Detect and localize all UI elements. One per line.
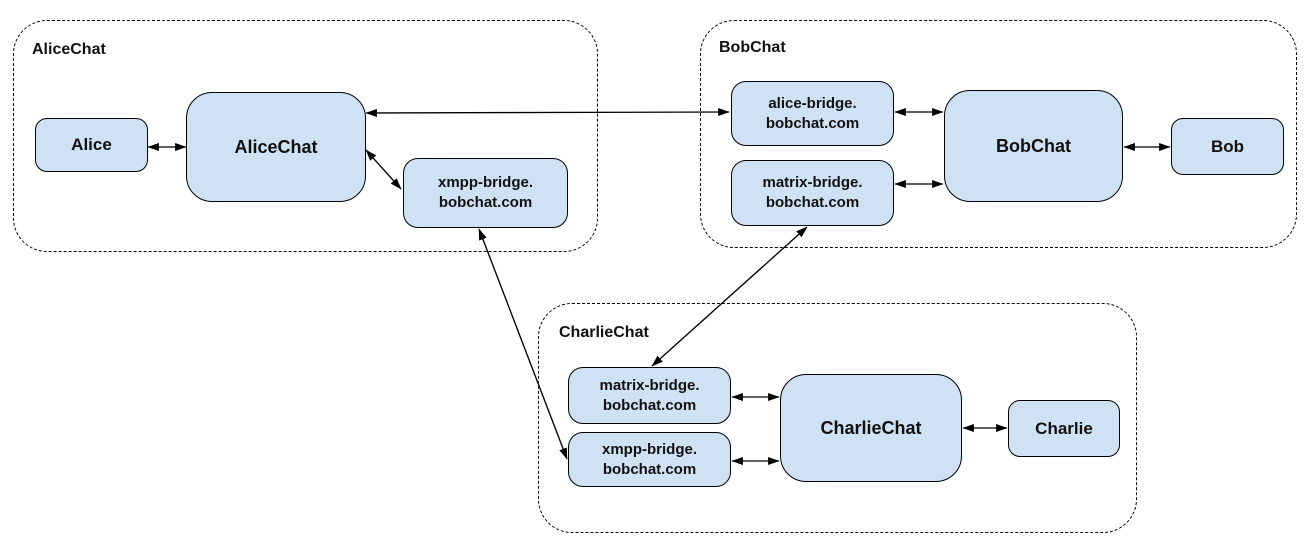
node-label-line1: matrix-bridge. xyxy=(599,376,700,394)
node-bob-matrix-bridge: matrix-bridge. bobchat.com xyxy=(731,160,894,226)
group-label-charliechat: CharlieChat xyxy=(559,324,649,341)
node-label-line2: bobchat.com xyxy=(438,194,533,211)
node-label-line1: matrix-bridge. xyxy=(762,174,863,191)
node-charlie-matrix-bridge: matrix-bridge. bobchat.com xyxy=(568,367,731,424)
node-alicechat-server: AliceChat xyxy=(186,92,366,202)
group-label-alicechat: AliceChat xyxy=(32,41,106,58)
node-alice-user: Alice xyxy=(35,118,148,172)
node-label: CharlieChat xyxy=(820,417,922,438)
node-label-line2: bobchat.com xyxy=(765,194,860,211)
node-charlie-user: Charlie xyxy=(1008,400,1120,457)
node-label: AliceChat xyxy=(234,136,318,157)
node-label-line2: bobchat.com xyxy=(602,460,697,478)
node-label: BobChat xyxy=(996,135,1071,156)
node-label-line2: bobchat.com xyxy=(765,114,860,132)
node-label: Bob xyxy=(1210,136,1245,156)
group-bobchat-network: BobChat xyxy=(700,20,1297,248)
group-label-bobchat: BobChat xyxy=(719,39,786,56)
node-label: Alice xyxy=(71,135,112,154)
node-charlie-xmpp-bridge: xmpp-bridge. bobchat.com xyxy=(568,432,731,487)
node-label: Charlie xyxy=(1035,418,1093,438)
group-alicechat-network: AliceChat xyxy=(13,20,598,252)
node-label-line1: xmpp-bridge. xyxy=(437,174,533,191)
node-alice-xmpp-bridge: xmpp-bridge. bobchat.com xyxy=(403,158,568,228)
node-bobchat-server: BobChat xyxy=(944,90,1123,202)
node-charliechat-server: CharlieChat xyxy=(780,374,962,482)
node-label-line2: bobchat.com xyxy=(602,396,697,414)
node-bob-user: Bob xyxy=(1171,118,1284,175)
node-label-line1: alice-bridge. xyxy=(768,94,857,112)
node-bob-alice-bridge: alice-bridge. bobchat.com xyxy=(731,81,894,146)
node-label-line1: xmpp-bridge. xyxy=(601,440,697,458)
